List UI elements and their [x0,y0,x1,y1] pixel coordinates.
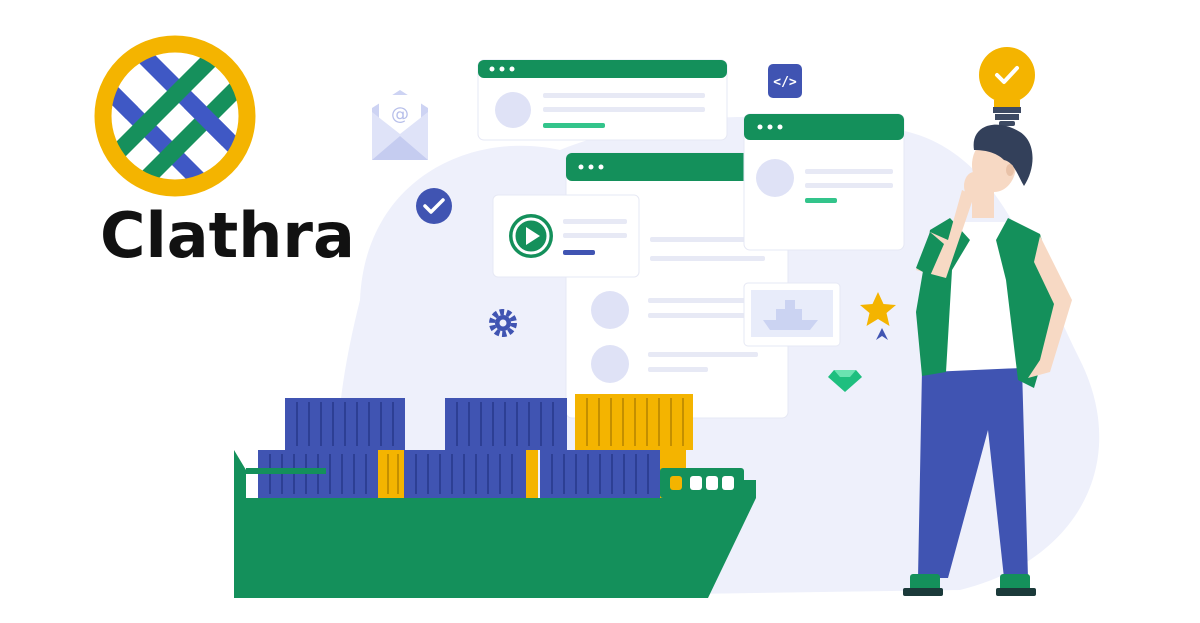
lightbulb-icon [979,47,1035,126]
cargo-ship-illustration [234,394,756,598]
diamond-icon [828,370,862,392]
code-icon: </> [768,64,802,98]
check-badge-icon [416,188,452,224]
thinking-man-illustration [903,124,1072,596]
video-card [492,194,640,278]
svg-text:@: @ [391,104,409,125]
gear-icon [489,309,517,337]
clathra-logo-icon [94,35,256,197]
svg-text:</>: </> [773,75,797,90]
browser-window-top [477,59,728,141]
browser-window-right [743,113,905,251]
image-icon [743,282,841,347]
brand-name: Clathra [100,199,355,272]
star-badge-icon [860,292,896,340]
play-icon [509,214,553,258]
email-icon: @ [372,90,428,160]
